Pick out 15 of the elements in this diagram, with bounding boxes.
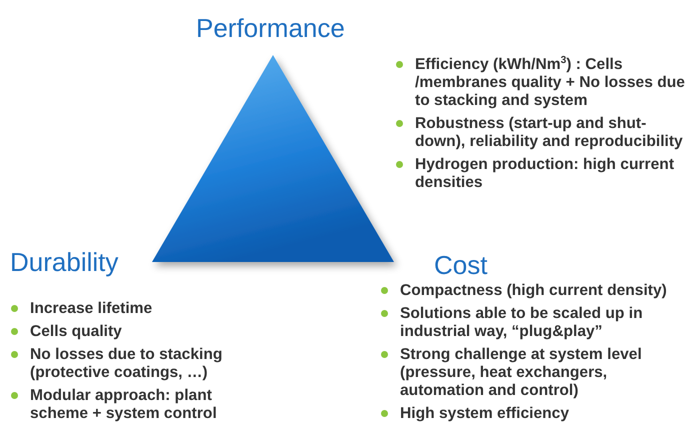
bullet-text: Compactness (high current density) xyxy=(400,282,667,299)
bullet-text: Robustness (start-up and shut-down), reliability and reproducibility xyxy=(415,115,683,150)
triangle-shape xyxy=(152,55,394,262)
bullet-text: High system efficiency xyxy=(400,405,569,422)
bullet-text: Modular approach: plant scheme + system control xyxy=(30,387,217,422)
bullet-text: Cells quality xyxy=(30,323,122,340)
bullet-text: Increase lifetime xyxy=(30,300,152,317)
bullet-text: No losses due to stacking (protective coatings, …) xyxy=(30,346,222,381)
heading: Performance xyxy=(196,12,345,44)
heading: Durability xyxy=(10,246,118,278)
bullet-text: Hydrogen production: high current densities xyxy=(415,156,674,191)
bullet-text: Efficiency (kWh/Nm$^{3}$) : Cells /membranes quality + No losses due to stacking and system xyxy=(415,56,685,109)
bullet-text: Strong challenge at system level (pressure, heat exchangers, automation and control) xyxy=(400,346,642,399)
heading: Cost xyxy=(434,249,488,281)
bullet-text: Solutions able to be scaled up in industrial way, “plug&play” xyxy=(400,305,643,340)
